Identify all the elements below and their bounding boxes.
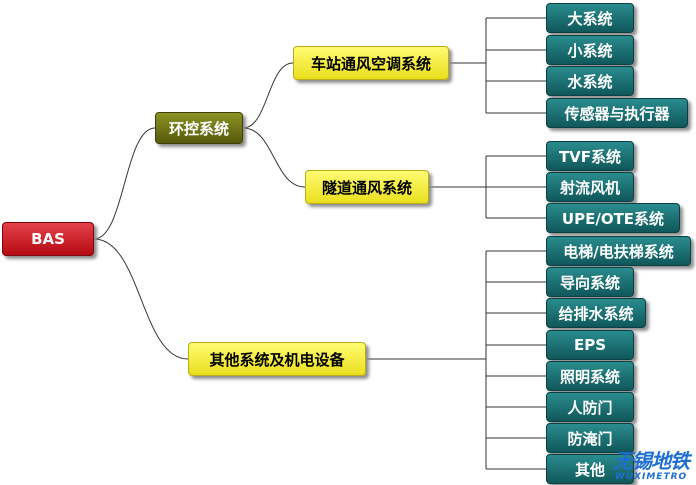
leaf-node-guidance-system: 导向系统 xyxy=(546,267,634,297)
leaf-node-water-supply-drainage: 给排水系统 xyxy=(546,298,646,328)
group-node-other-systems: 其他系统及机电设备 xyxy=(188,342,366,376)
watermark-english: WUXIMETRO xyxy=(614,472,688,482)
subsystem-node-tunnel-ventilation: 隧道通风系统 xyxy=(305,170,429,204)
leaf-node-flood-gate: 防淹门 xyxy=(546,423,634,453)
leaf-node-large-system: 大系统 xyxy=(546,3,634,33)
leaf-node-civil-defense-door: 人防门 xyxy=(546,392,634,422)
leaf-node-sensors-actuators: 传感器与执行器 xyxy=(546,98,688,128)
leaf-node-jet-fan: 射流风机 xyxy=(546,172,634,202)
connector-root-to-env-control xyxy=(93,127,156,240)
connector-env-to-station-ventilation xyxy=(242,62,294,129)
connector-root-to-other-systems xyxy=(93,238,189,360)
leaf-node-water-system: 水系统 xyxy=(546,66,634,96)
root-node-bas: BAS xyxy=(2,222,94,256)
leaf-node-other: 其他 xyxy=(546,454,634,484)
leaf-node-elevator-escalator: 电梯/电扶梯系统 xyxy=(546,236,691,266)
leaf-node-upe-ote-system: UPE/OTE系统 xyxy=(546,203,680,233)
watermark-logo: 无锡地铁 WUXIMETRO xyxy=(608,450,694,484)
connector-env-to-tunnel-ventilation xyxy=(242,127,306,188)
group-node-environmental-control: 环控系统 xyxy=(155,112,243,144)
leaf-node-eps: EPS xyxy=(546,330,634,360)
watermark-chinese: 无锡地铁 xyxy=(613,449,690,473)
leaf-node-tvf-system: TVF系统 xyxy=(546,141,634,171)
leaf-node-lighting-system: 照明系统 xyxy=(546,361,634,391)
subsystem-node-station-ventilation: 车站通风空调系统 xyxy=(293,46,449,80)
leaf-node-small-system: 小系统 xyxy=(546,35,634,65)
